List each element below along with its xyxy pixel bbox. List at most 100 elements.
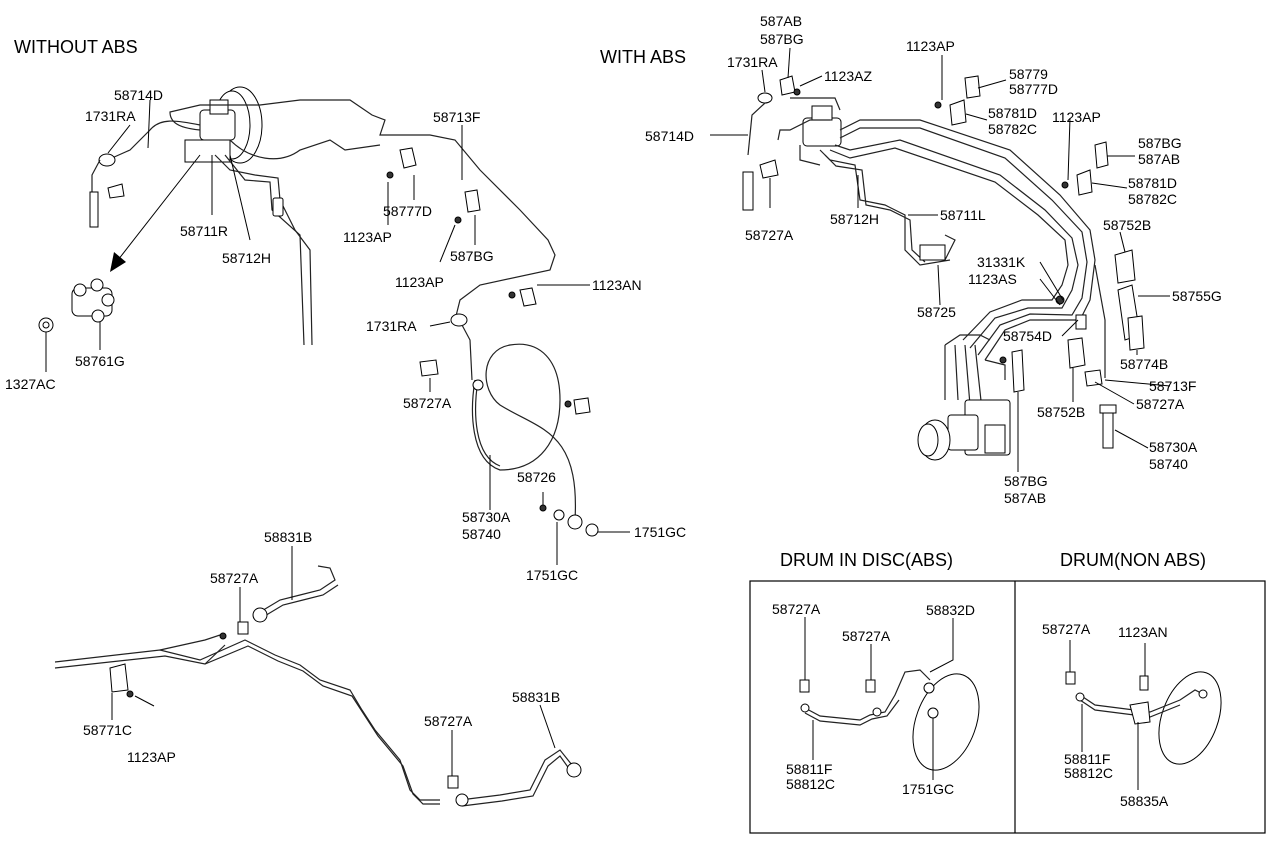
label-n-58727a: 58727A	[1042, 621, 1091, 637]
label-w-587bg-c: 587BG	[1004, 473, 1048, 489]
label-n-58835a: 58835A	[1120, 793, 1169, 809]
label-w-58782c-a: 58782C	[988, 121, 1037, 137]
label-w-58727a-a: 58727A	[745, 227, 794, 243]
label-w-58781d-b: 58781D	[1128, 175, 1177, 191]
label-w-58774b: 58774B	[1120, 356, 1168, 372]
label-w-58779: 58779	[1009, 66, 1048, 82]
abs-clip-58754d	[1075, 314, 1087, 330]
abs-grommet	[757, 92, 773, 104]
label-wo-58761g: 58761G	[75, 353, 125, 369]
label-r-58727a-a: 58727A	[210, 570, 259, 586]
label-wo-1327ac: 1327AC	[5, 376, 56, 392]
clip-58727a-rear-a	[237, 621, 249, 635]
label-d-58812c: 58812C	[786, 776, 835, 792]
drum-disc-backplate	[912, 673, 980, 771]
drum-nonabs-clip-58727a	[1065, 671, 1076, 685]
drum-nonabs-bracket-58835a	[1129, 701, 1151, 725]
label-d-58811f: 58811F	[786, 761, 832, 777]
rear-leaders	[111, 546, 556, 776]
abs-master-cylinder	[802, 117, 842, 147]
label-w-58727a-b: 58727A	[1136, 396, 1185, 412]
label-w-58711l: 58711L	[940, 207, 986, 223]
label-wo-58726: 58726	[517, 469, 556, 485]
label-w-587bg-a: 587BG	[760, 31, 804, 47]
clip-58771c	[109, 663, 129, 693]
drum-nonabs-backplate	[1158, 671, 1222, 765]
abs-clip-58781d-b	[1076, 169, 1093, 196]
clip-58727a	[107, 183, 125, 199]
label-w-587ab-b: 587AB	[1138, 151, 1180, 167]
label-w-587ab-a: 587AB	[760, 13, 802, 29]
label-w-58781d-a: 58781D	[988, 105, 1037, 121]
label-d-58832d: 58832D	[926, 602, 975, 618]
label-w-58755g: 58755G	[1172, 288, 1222, 304]
rear-hose-fitting-b	[455, 793, 469, 807]
proportioning-valve-detail	[38, 278, 115, 333]
washer-1751gc	[553, 509, 565, 521]
label-wo-1123an: 1123AN	[592, 277, 642, 293]
label-wo-1123ap-b: 1123AP	[395, 274, 444, 290]
label-n-58811f: 58811F	[1064, 751, 1110, 767]
label-r-58727a-b: 58727A	[424, 713, 473, 729]
label-wo-58714d: 58714D	[114, 87, 163, 103]
label-wo-1731ra-b: 1731RA	[366, 318, 417, 334]
label-w-1123as: 1123AS	[968, 271, 1017, 287]
grommet-1731ra	[98, 153, 116, 167]
label-w-58712h: 58712H	[830, 211, 879, 227]
label-wo-58727a: 58727A	[403, 395, 452, 411]
label-w-58714d: 58714D	[645, 128, 694, 144]
without-abs-leaders	[107, 99, 630, 565]
label-w-587ab-c: 587AB	[1004, 490, 1046, 506]
abs-clip-587bg-c	[1011, 349, 1025, 393]
label-wo-58777d: 58777D	[383, 203, 432, 219]
label-w-58730a: 58730A	[1149, 439, 1198, 455]
label-wo-587bg: 587BG	[450, 248, 494, 264]
clip-58727a-rear-b	[447, 775, 459, 789]
drum-non-abs-assembly	[1065, 671, 1222, 765]
drum-clip-58727a-b	[865, 679, 876, 693]
washer-1751gc-b	[585, 523, 599, 537]
section-title-drum-non-abs: DRUM(NON ABS)	[1060, 550, 1206, 570]
label-d-58727a-b: 58727A	[842, 628, 891, 644]
clip-587bg	[464, 189, 481, 213]
abs-clip-58727a	[759, 159, 779, 179]
hose-fitting	[89, 191, 99, 228]
pipe-clip	[272, 197, 284, 217]
with-abs-leaders	[710, 47, 1171, 472]
label-r-58831b-a: 58831B	[264, 529, 312, 545]
label-w-58782c-b: 58782C	[1128, 191, 1177, 207]
label-wo-58713f: 58713F	[433, 109, 480, 125]
label-wo-58712h: 58712H	[222, 250, 271, 266]
abs-clip-58727a-b	[1084, 369, 1103, 387]
label-wo-1751gc-a: 1751GC	[526, 567, 578, 583]
label-w-58713f: 58713F	[1149, 378, 1196, 394]
clip-58727a-b	[419, 359, 439, 377]
banjo-fitting	[567, 514, 583, 530]
label-w-58725: 58725	[917, 304, 956, 320]
drum-clip-58727a-a	[799, 679, 810, 693]
label-wo-58740: 58740	[462, 526, 501, 542]
grommet-1731ra-b	[450, 313, 468, 327]
clip-58777d	[399, 147, 417, 169]
drum-box-frame	[749, 580, 1266, 834]
bolt-58726	[539, 504, 547, 512]
label-wo-1751gc-b: 1751GC	[634, 524, 686, 540]
without-abs-assembly	[38, 86, 599, 537]
label-d-1751gc: 1751GC	[902, 781, 954, 797]
abs-hose-58730a	[1102, 407, 1114, 449]
label-n-1123an: 1123AN	[1118, 624, 1168, 640]
rear-hose-fitting-a	[252, 607, 268, 623]
section-title-without-abs: WITHOUT ABS	[14, 37, 138, 57]
abs-clip-587ab	[779, 75, 796, 96]
label-w-1731ra: 1731RA	[727, 54, 778, 70]
label-w-1123az: 1123AZ	[824, 68, 872, 84]
labels: 58714D 1731RA 58713F 58711R 58712H 58777…	[5, 13, 1222, 809]
abs-clip-58752b	[1114, 249, 1136, 284]
abs-clip-58781d	[949, 99, 967, 126]
proportioning-valve	[184, 139, 231, 163]
label-wo-58711r: 58711R	[180, 223, 228, 239]
label-w-58752b-b: 58752B	[1037, 404, 1085, 420]
with-abs-assembly	[742, 75, 1145, 461]
label-w-58740: 58740	[1149, 456, 1188, 472]
